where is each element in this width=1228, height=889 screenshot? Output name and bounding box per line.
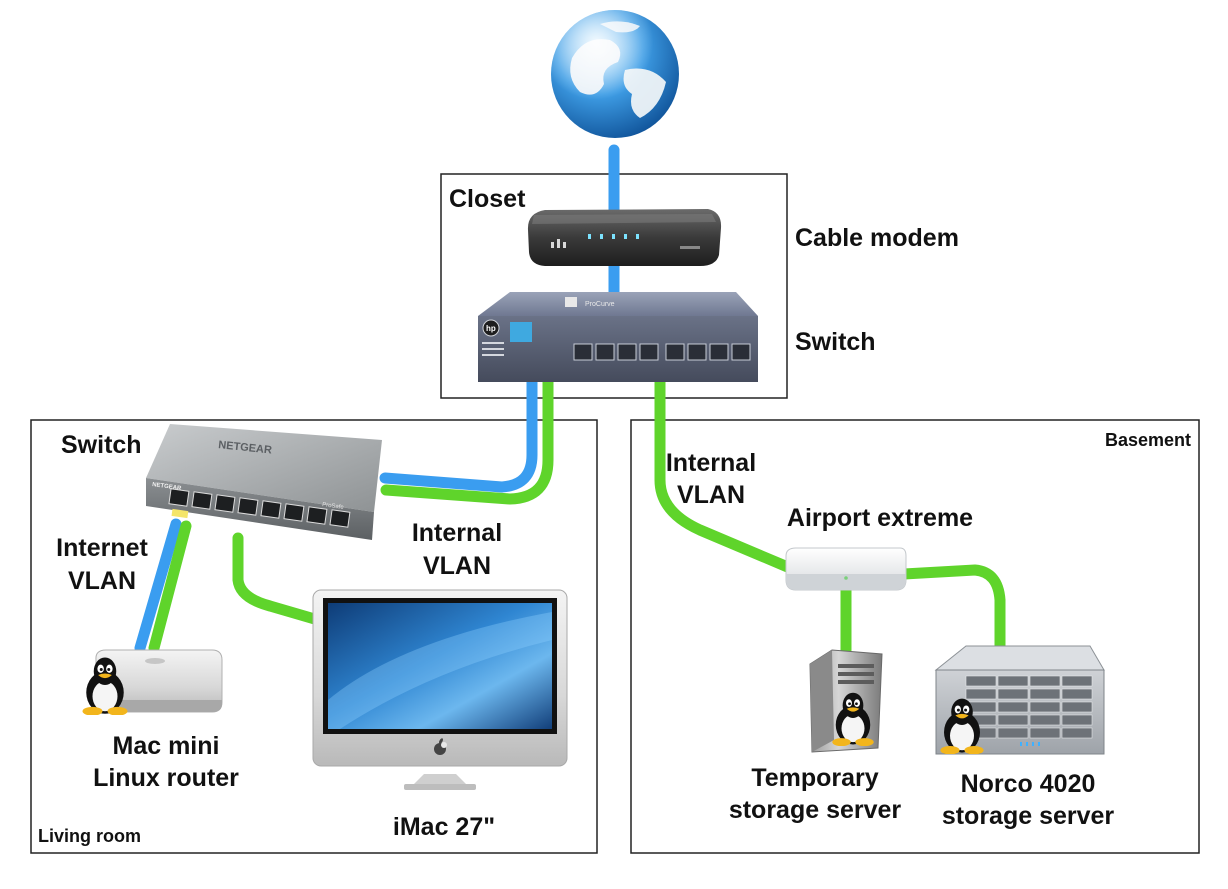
mac-mini-label-line2: Linux router (93, 764, 239, 792)
globe-icon (551, 10, 679, 138)
imac-label: iMac 27" (393, 813, 495, 841)
netgear-switch-ports (168, 488, 351, 528)
tower-server-icon (809, 649, 883, 753)
internal-vlan-basement-line2: VLAN (677, 481, 745, 509)
svg-text:NETGEAR: NETGEAR (152, 482, 183, 492)
cables (134, 144, 1006, 656)
svg-text:ProCurve: ProCurve (585, 301, 615, 308)
living-room-label: Living room (38, 826, 141, 846)
svg-text:hp: hp (486, 324, 496, 333)
labels: Closet Living room Basement Cable modem … (38, 185, 1191, 846)
temp-server-label-line1: Temporary (751, 764, 878, 792)
internal-vlan-living-line2: VLAN (423, 552, 491, 580)
norco-label-line2: storage server (942, 802, 1115, 830)
rack-server-icon (934, 645, 1105, 755)
imac-icon (312, 589, 568, 790)
netgear-series-label: ProSafe (322, 502, 345, 511)
norco-label-line1: Norco 4020 (961, 770, 1096, 798)
netgear-switch-icon: NETGEAR NETGEAR ProSafe (146, 424, 382, 540)
apple-logo-icon (434, 738, 447, 755)
mac-mini-icon (82, 649, 223, 715)
cable-netgear-macmini-internet (134, 518, 182, 654)
cable-airport-norco (898, 564, 1006, 652)
temp-server-label-line2: storage server (729, 796, 902, 824)
mac-mini-label-line1: Mac mini (113, 732, 220, 760)
room-basement (630, 419, 1200, 854)
internal-vlan-basement-line1: Internal (666, 449, 756, 477)
cable-uplink-internet (379, 376, 538, 493)
closet-switch-label: Switch (795, 328, 876, 356)
closet-label: Closet (449, 185, 526, 213)
hp-switch-icon: ProCurve hp (478, 292, 758, 382)
cable-netgear-macmini-internal (148, 520, 192, 654)
basement-label: Basement (1105, 430, 1191, 450)
airport-extreme-icon (785, 547, 907, 591)
internal-vlan-living-line1: Internal (412, 519, 502, 547)
cable-modem-label: Cable modem (795, 224, 959, 252)
internet-vlan-label-line2: VLAN (68, 567, 136, 595)
cable-closet-airport (654, 376, 796, 574)
airport-label: Airport extreme (787, 504, 973, 532)
living-switch-label: Switch (61, 431, 142, 459)
hp-switch-ports (573, 343, 751, 361)
internet-vlan-label-line1: Internet (56, 534, 148, 562)
cable-modem-icon (527, 209, 722, 266)
netgear-brand-label: NETGEAR (218, 439, 273, 457)
cable-uplink-internal (380, 376, 554, 505)
cable-netgear-imac (232, 532, 324, 626)
